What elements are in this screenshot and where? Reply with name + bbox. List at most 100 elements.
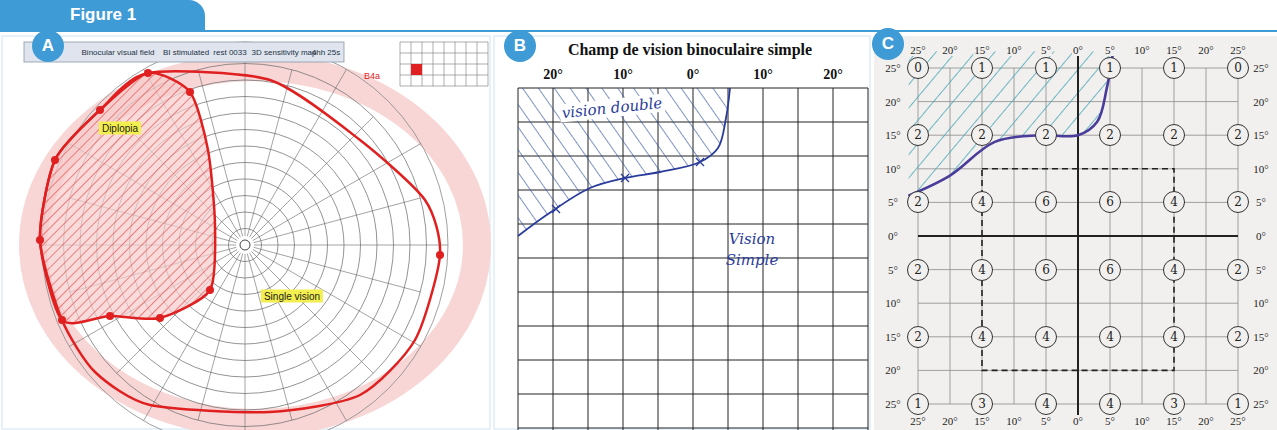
binocular-chart — [518, 88, 868, 430]
node-text: 2 — [914, 330, 922, 344]
header-bar — [24, 42, 344, 62]
axis-label: 20° — [884, 96, 901, 108]
score-circle: 1 — [1035, 57, 1057, 79]
chart-title: Champ de vision binoculaire simple — [568, 41, 812, 59]
axis-label: 20° — [1252, 364, 1269, 376]
test-point — [36, 236, 44, 244]
score-circle: 4 — [1035, 326, 1057, 348]
node-text: 1 — [1106, 61, 1114, 75]
grid-line — [400, 53, 488, 54]
meridian — [247, 254, 292, 421]
grid-line — [833, 88, 834, 430]
test-point — [51, 156, 59, 164]
score-circle: 2 — [907, 124, 929, 146]
node-text: 4 — [1170, 195, 1178, 209]
axis-horizontal — [918, 235, 1238, 237]
panel-badge: A — [32, 30, 64, 62]
axis-label: 0° — [687, 67, 700, 83]
score-circle: 3 — [1163, 393, 1185, 415]
panel-frame — [2, 36, 490, 429]
axis-label: 20° — [823, 67, 843, 83]
meridian — [253, 144, 421, 241]
diplopia-zone — [40, 73, 215, 323]
score-circle: 2 — [907, 326, 929, 348]
grid-line — [918, 236, 1238, 237]
score-circle: 4 — [1163, 191, 1185, 213]
score-circle: 2 — [1227, 191, 1249, 213]
node-text: 4 — [1042, 397, 1050, 411]
axis-label: 15° — [1252, 331, 1269, 343]
grid-line — [518, 428, 868, 429]
test-point — [58, 316, 66, 324]
axis-label: 5° — [1104, 415, 1116, 427]
meridian — [253, 250, 421, 347]
node-text: 4 — [1106, 397, 1114, 411]
diplopia-hatch — [40, 73, 215, 323]
node-text: 2 — [1234, 330, 1242, 344]
meridian — [245, 42, 246, 236]
axis-label: 20° — [1197, 44, 1214, 56]
score-circle: 2 — [1227, 259, 1249, 281]
score-circle: 0 — [1227, 57, 1249, 79]
axis-label: 5° — [1255, 196, 1267, 208]
score-circle: 2 — [1035, 124, 1057, 146]
meridian — [245, 254, 246, 430]
node-text: 4 — [1170, 263, 1178, 277]
meridian — [247, 70, 292, 237]
axis-label: 25° — [884, 398, 901, 410]
test-point — [156, 314, 164, 322]
axis-label: 10° — [1133, 415, 1150, 427]
axis-label: 10° — [1005, 415, 1022, 427]
node-text: 1 — [914, 397, 922, 411]
score-circle: 4 — [1163, 326, 1185, 348]
header-rule — [0, 30, 1277, 32]
axis-label: 0° — [1255, 230, 1267, 242]
meridian — [254, 247, 421, 292]
axis-label: 10° — [753, 67, 773, 83]
meridian — [251, 251, 373, 373]
node-text: 0 — [1234, 61, 1242, 75]
axis-label: 10° — [884, 163, 901, 175]
score-circle: 3 — [971, 393, 993, 415]
score-circle: 6 — [1035, 259, 1057, 281]
cross-mark — [552, 205, 560, 213]
node-text: 4 — [978, 195, 986, 209]
axis-label: 5° — [887, 196, 899, 208]
axis-label: 15° — [884, 331, 901, 343]
node-text: Diplopia — [102, 123, 138, 134]
photo-chart — [908, 51, 1238, 417]
meridian — [254, 198, 421, 243]
axis-label: 0° — [887, 230, 899, 242]
perimetry-chart — [24, 42, 488, 430]
node-text: 4 — [978, 330, 986, 344]
dashed-zone — [982, 169, 1174, 371]
score-circle: 1 — [1227, 393, 1249, 415]
axis-label: 10° — [884, 297, 901, 309]
axis-label: 20° — [941, 415, 958, 427]
score-circle: 4 — [1099, 393, 1121, 415]
grid-line — [798, 88, 799, 430]
node-text: 2 — [1234, 128, 1242, 142]
grid-line — [518, 394, 868, 395]
score-circle: 2 — [971, 124, 993, 146]
test-point — [206, 286, 214, 294]
axis-label: 25° — [1229, 44, 1246, 56]
node-text: 1 — [1234, 397, 1242, 411]
test-point — [144, 69, 152, 77]
node-text: Single vision — [264, 291, 320, 302]
axis-label: 20° — [884, 364, 901, 376]
hatch-zone — [908, 51, 1116, 202]
mini-grid — [400, 42, 488, 86]
axis-label: 5° — [1255, 264, 1267, 276]
test-point — [106, 312, 114, 320]
score-circle: 6 — [1035, 191, 1057, 213]
score-circle: 2 — [907, 191, 929, 213]
score-circle: 1 — [1163, 57, 1185, 79]
photo-ground — [874, 36, 1277, 430]
node-text: 2 — [1234, 263, 1242, 277]
score-circle: 2 — [1099, 124, 1121, 146]
axis-label: 15° — [973, 44, 990, 56]
axis-label: 25° — [1252, 62, 1269, 74]
node-text: 2 — [1234, 195, 1242, 209]
